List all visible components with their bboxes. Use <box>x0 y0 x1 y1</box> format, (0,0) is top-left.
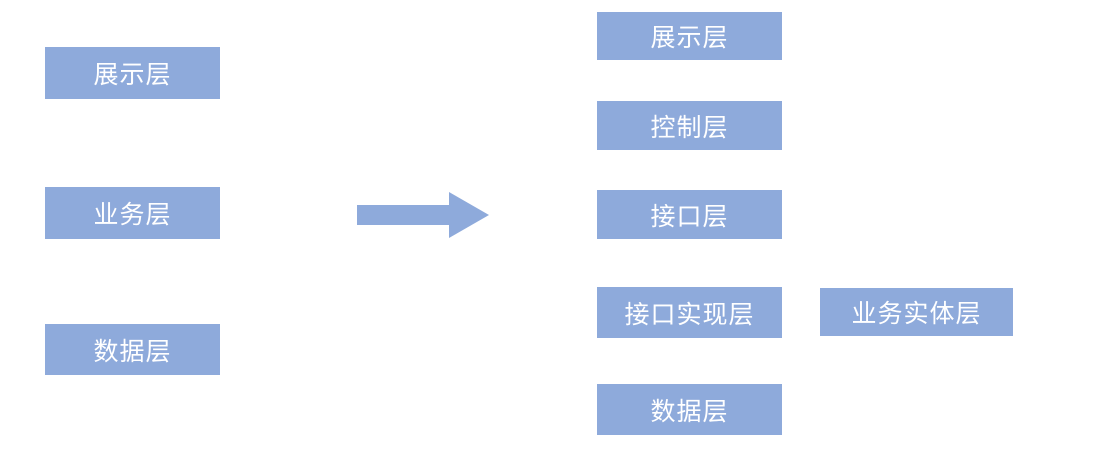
right-layer-interface-impl: 接口实现层 <box>597 287 782 338</box>
left-layer-data: 数据层 <box>45 324 220 375</box>
layer-label: 控制层 <box>650 113 729 142</box>
right-layer-presentation: 展示层 <box>597 12 782 60</box>
layer-label: 数据层 <box>650 397 729 426</box>
right-arrow-icon <box>357 192 489 238</box>
left-layer-business: 业务层 <box>45 187 220 239</box>
layer-label: 展示层 <box>650 24 729 52</box>
left-layer-presentation: 展示层 <box>45 47 220 99</box>
right-layer-interface: 接口层 <box>597 190 782 239</box>
layer-label: 接口层 <box>650 202 729 231</box>
right-layer-control: 控制层 <box>597 101 782 150</box>
right-layer-data: 数据层 <box>597 384 782 435</box>
layer-label: 接口实现层 <box>624 300 755 329</box>
layer-label: 业务实体层 <box>851 300 982 328</box>
side-layer-business-entity: 业务实体层 <box>820 288 1013 336</box>
layer-label: 展示层 <box>93 61 172 89</box>
layer-label: 数据层 <box>93 337 172 366</box>
layer-label: 业务层 <box>93 201 172 229</box>
